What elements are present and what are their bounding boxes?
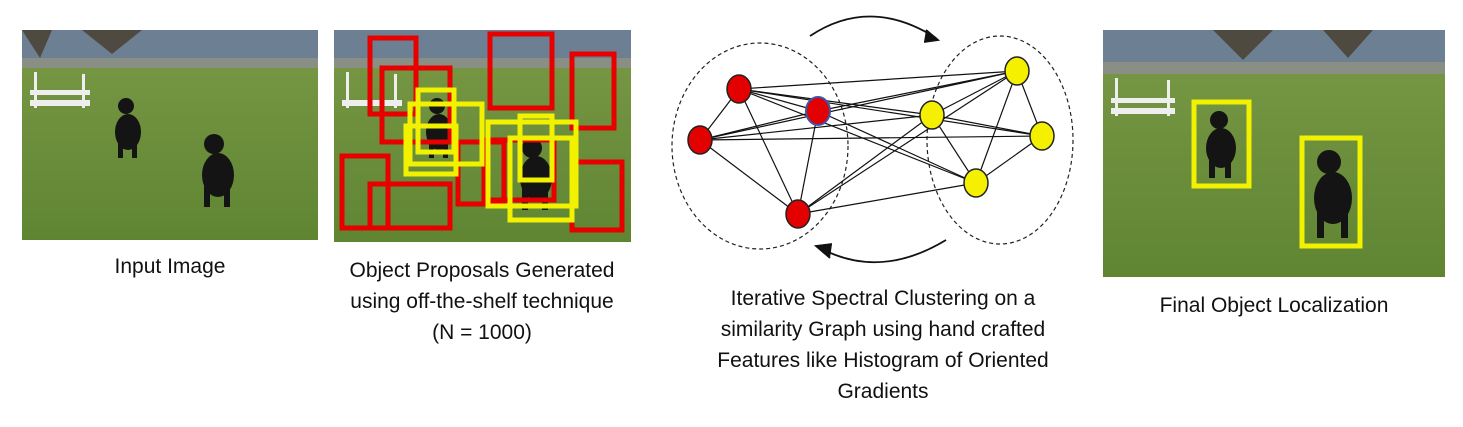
- proposal-box-red: [569, 51, 617, 131]
- proposal-box-red: [339, 153, 391, 231]
- dog-icon: [202, 134, 234, 207]
- graph-node-red: [726, 74, 752, 104]
- input-image-scene: [22, 30, 318, 240]
- jump-icon: [1111, 78, 1175, 116]
- proposal-box-red: [367, 35, 419, 117]
- proposal-box-yellow: [407, 101, 485, 167]
- proposal-box-yellow: [507, 135, 575, 223]
- graph-node-red: [785, 199, 811, 229]
- proposals-image-scene: [334, 30, 631, 242]
- dog-icon: [115, 98, 141, 158]
- dog-icon: [1206, 111, 1236, 178]
- graph-node-red: [687, 125, 713, 155]
- proposals-caption: Object Proposals Generated using off-the…: [349, 259, 615, 344]
- graph-node-yellow: [963, 168, 989, 198]
- clustering-graph: [671, 15, 1074, 264]
- graph-node-yellow: [1004, 56, 1030, 86]
- curved-arrow-icon: [809, 15, 941, 43]
- final-image-panel: [1103, 30, 1445, 277]
- proposal-box-red: [487, 31, 555, 111]
- proposal-box-yellow: [415, 87, 457, 155]
- curved-arrow-icon: [813, 239, 947, 264]
- cluster-boundary-red: [671, 42, 849, 250]
- proposals-image-panel: [334, 30, 631, 242]
- dog-icon: [1314, 150, 1352, 238]
- proposal-box-red: [367, 181, 453, 231]
- proposal-box-yellow: [403, 123, 459, 177]
- graph-node-yellow: [919, 100, 945, 130]
- cluster-boundary-yellow: [926, 35, 1074, 245]
- input-image-panel: [22, 30, 318, 240]
- proposal-box-yellow: [485, 119, 579, 209]
- jump-icon: [30, 72, 90, 108]
- graph-node-red: [805, 96, 831, 126]
- graph-node-yellow: [1029, 121, 1055, 151]
- proposal-box-yellow: [517, 113, 555, 183]
- clustering-caption: Iterative Spectral Clustering on a simil…: [717, 287, 1049, 403]
- final-caption: Final Object Localization: [1159, 294, 1389, 317]
- final-image-scene: [1103, 30, 1445, 277]
- final-box: [1299, 135, 1363, 249]
- input-caption: Input Image: [114, 255, 226, 278]
- final-box: [1191, 99, 1252, 189]
